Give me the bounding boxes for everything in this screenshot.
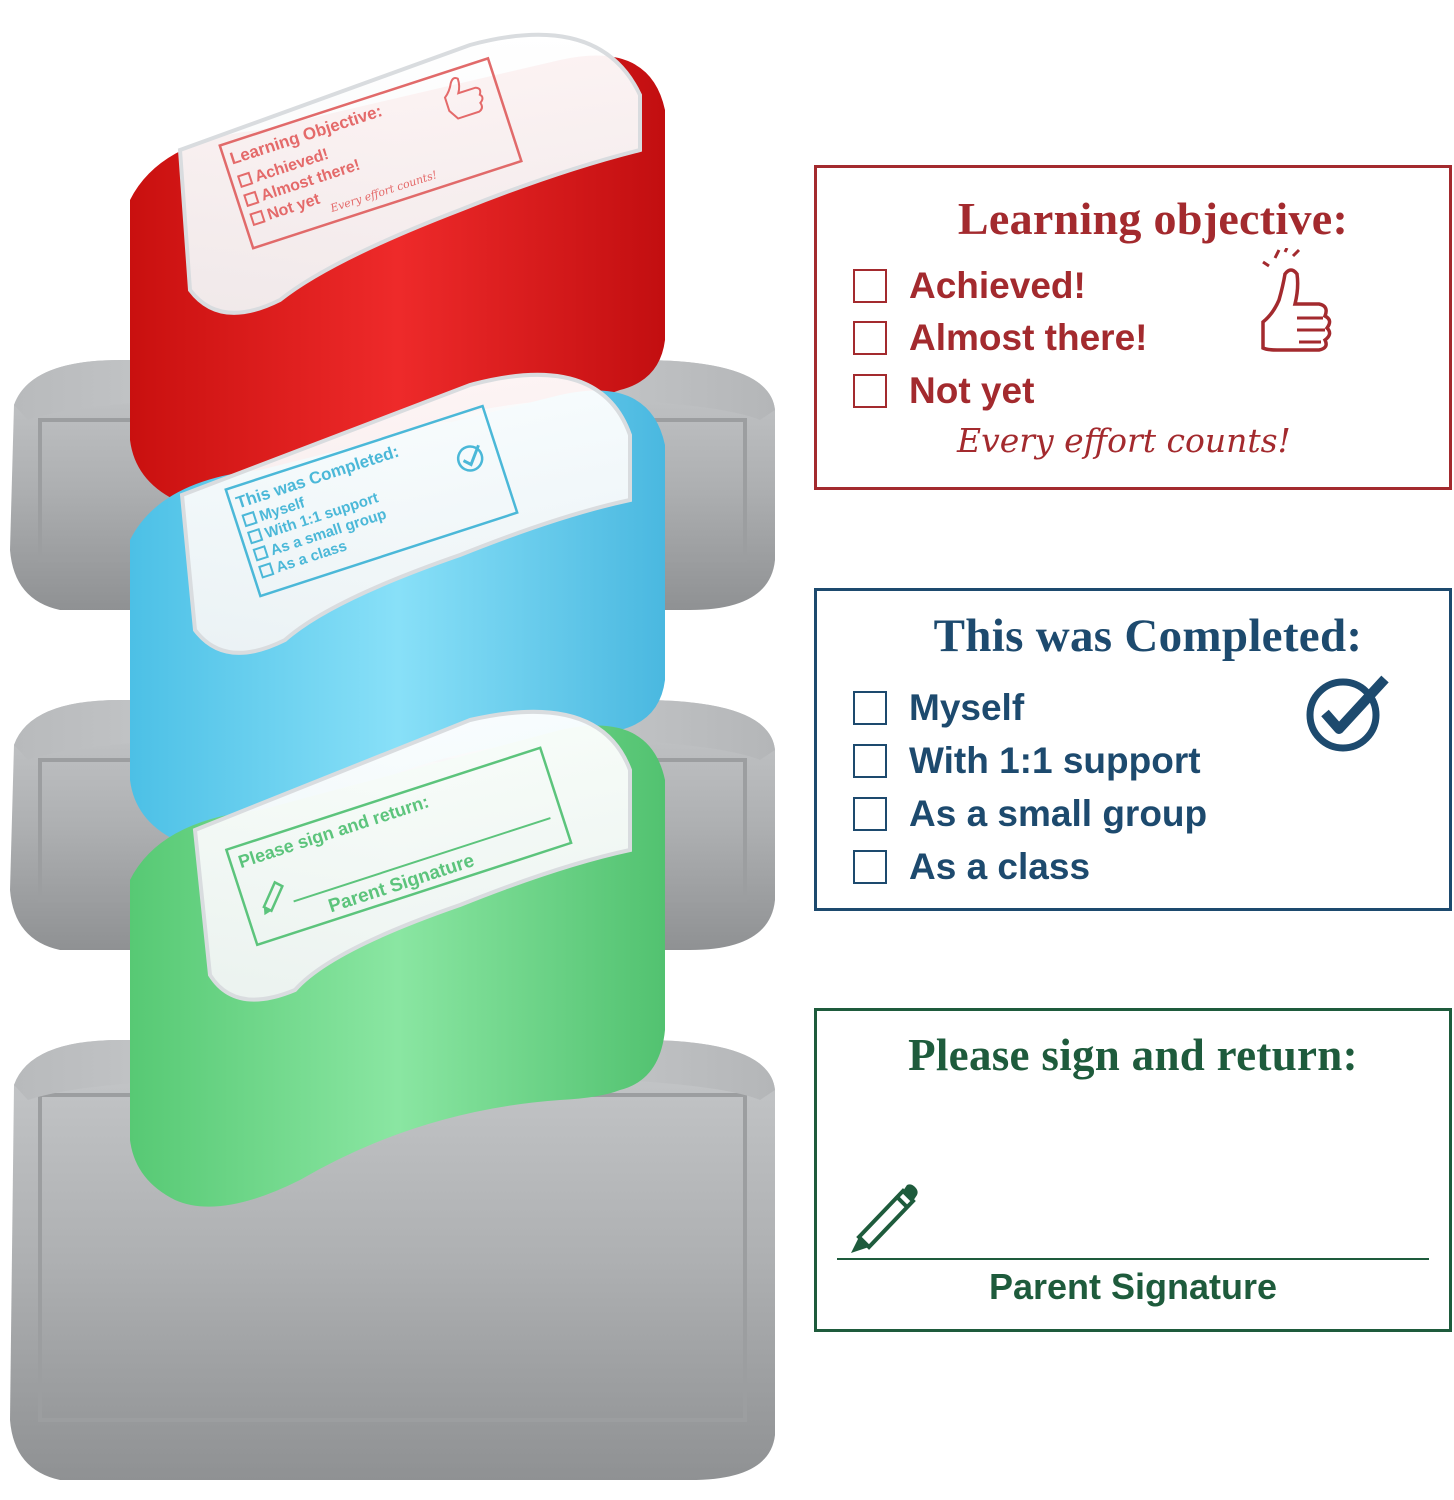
option-achieved: Achieved! (853, 265, 1086, 307)
blue-stamp-check-circle-icon (456, 444, 484, 472)
effort-note: Every effort counts! (957, 421, 1291, 460)
option-label: As a small group (909, 793, 1208, 834)
option-small-group: As a small group (853, 793, 1207, 835)
signature-label: Parent Signature (988, 1266, 1278, 1307)
checkbox-icon (853, 321, 887, 355)
stamps-photo: Learning Objective: Achieved! Almost the… (10, 32, 775, 1480)
checkbox-icon (853, 374, 887, 408)
checkbox-icon (853, 797, 887, 831)
option-label: Achieved! (909, 265, 1086, 306)
sign-return-title: Please sign and return: (908, 1030, 1358, 1080)
option-label: Myself (909, 687, 1025, 728)
green-stamp-pencil-icon (262, 880, 284, 916)
option-not-yet: Not yet (853, 370, 1034, 412)
checkbox-icon (853, 691, 887, 725)
completed-title: This was Completed: (933, 610, 1363, 662)
option-myself: Myself (853, 687, 1024, 729)
completed-impression: This was Completed: Myself With 1:1 supp… (814, 588, 1452, 911)
option-label: Not yet (909, 370, 1035, 411)
pencil-icon (851, 1184, 918, 1253)
option-almost-there: Almost there! (853, 317, 1147, 359)
learning-objective-title: Learning objective: (957, 193, 1349, 244)
option-label: Almost there! (909, 317, 1148, 358)
check-circle-icon (1306, 675, 1389, 752)
signature-line (837, 1258, 1429, 1260)
green-stamp: Please sign and return: Parent Signature (130, 709, 665, 1207)
checkbox-icon (853, 850, 887, 884)
sign-return-impression: Please sign and return: Parent Signature (814, 1008, 1452, 1332)
option-class: As a class (853, 846, 1090, 888)
option-label: With 1:1 support (909, 740, 1201, 781)
checkbox-icon (853, 269, 887, 303)
red-stamp-thumbs-up-icon (443, 77, 484, 120)
checkbox-icon (853, 744, 887, 778)
option-one-to-one: With 1:1 support (853, 740, 1201, 782)
thumbs-up-icon (1261, 248, 1332, 352)
option-label: As a class (909, 846, 1091, 887)
learning-objective-impression: Learning objective: Achieved! Almost the… (814, 165, 1452, 490)
